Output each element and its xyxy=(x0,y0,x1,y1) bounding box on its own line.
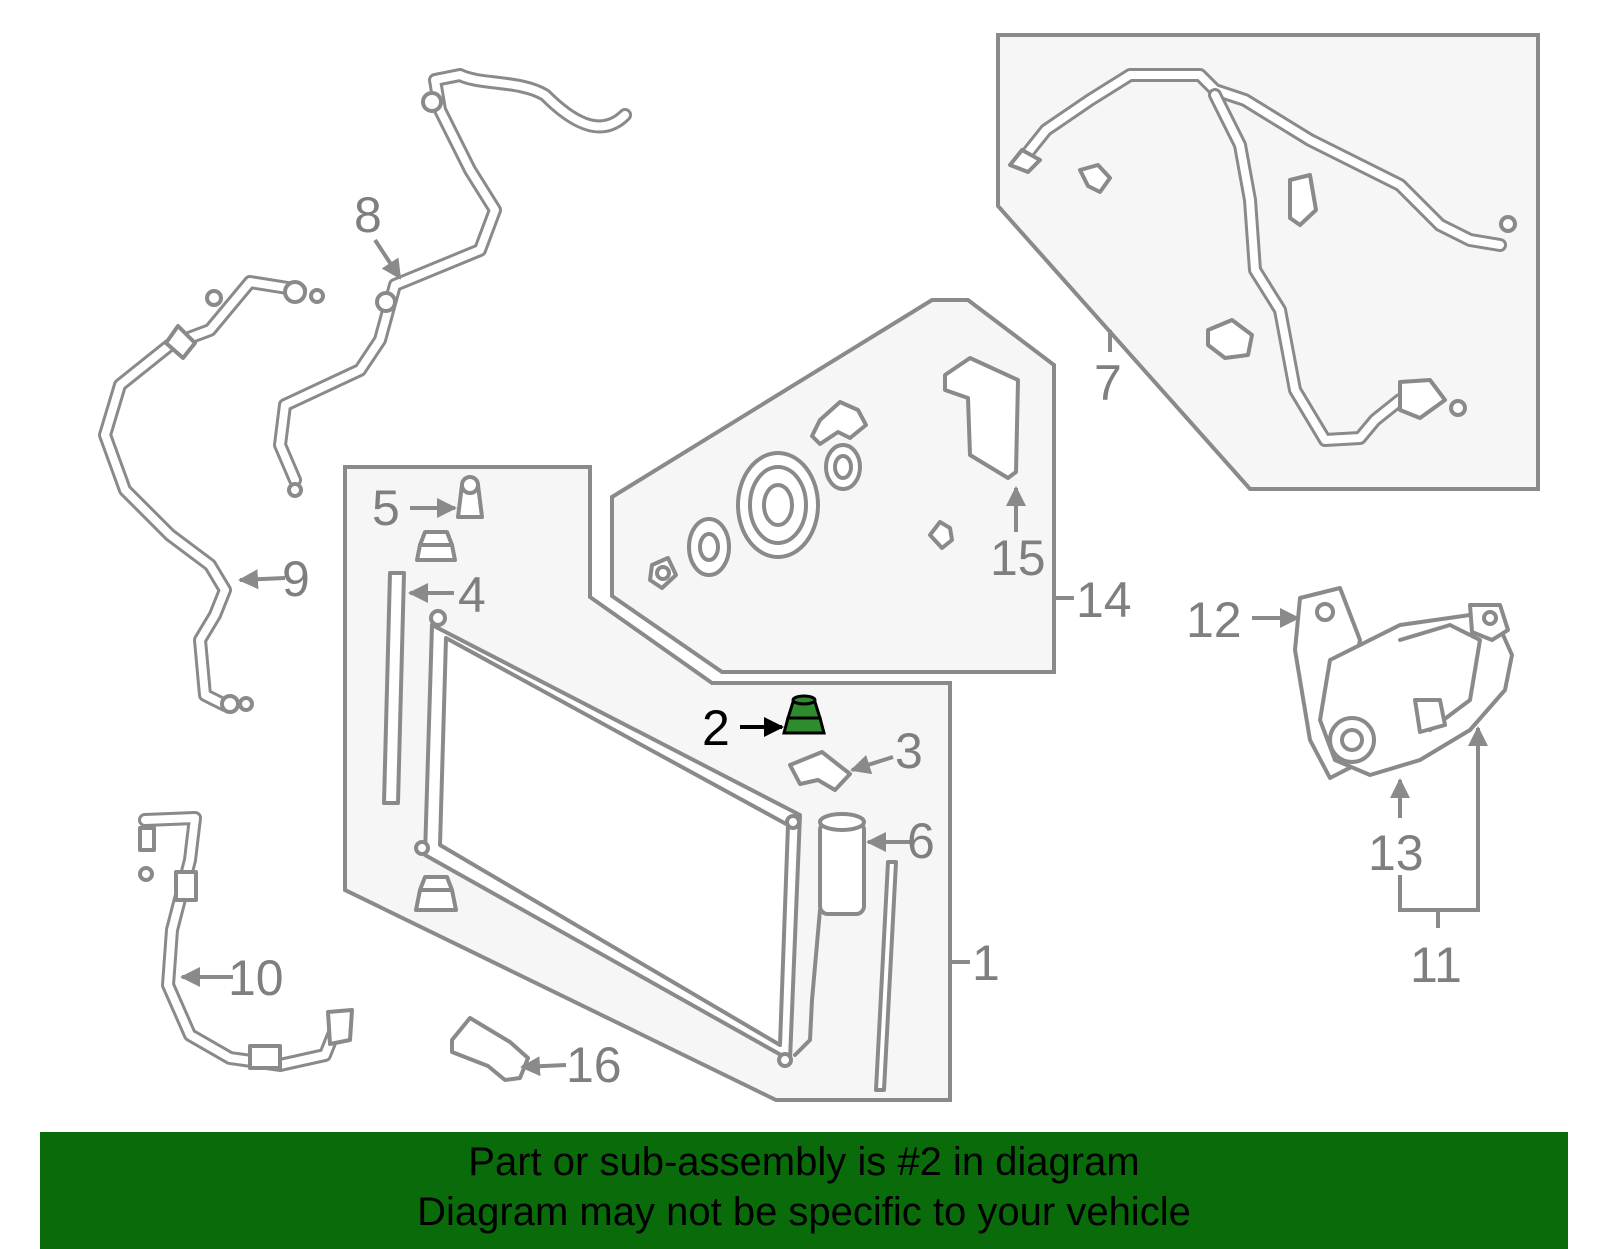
banner-line-disclaimer: Diagram may not be specific to your vehi… xyxy=(417,1190,1191,1234)
banner-line-part: Part or sub-assembly is #2 in diagram xyxy=(468,1140,1140,1184)
part-9-hose xyxy=(98,275,325,714)
part-7-hose-assembly xyxy=(1008,68,1517,447)
hose-group-box xyxy=(996,33,1540,491)
lower-mount-bushing xyxy=(414,875,458,912)
callout-8: 8 xyxy=(354,187,382,243)
callout-13: 13 xyxy=(1368,825,1424,881)
callout-1: 1 xyxy=(972,935,1000,991)
part-3-bracket xyxy=(788,750,852,792)
callout-15: 15 xyxy=(990,530,1046,586)
callout-12: 12 xyxy=(1186,592,1242,648)
callout-9: 9 xyxy=(282,551,310,607)
callout-7: 7 xyxy=(1094,355,1122,411)
side-seal-right xyxy=(874,860,898,1092)
condenser-core xyxy=(414,609,802,1068)
callout-5: 5 xyxy=(372,480,400,536)
upper-mount-bushing xyxy=(415,530,457,562)
callout-11: 11 xyxy=(1410,937,1462,993)
callout-4: 4 xyxy=(458,567,486,623)
part-4-seal xyxy=(382,571,406,805)
part-8-pipe xyxy=(273,68,632,498)
callout-3: 3 xyxy=(895,723,923,779)
part-10-hose xyxy=(138,811,354,1072)
part-2-insulator xyxy=(782,694,826,735)
callout-14: 14 xyxy=(1076,572,1132,628)
part-11-compressor xyxy=(1293,586,1514,780)
part-5-bolt xyxy=(456,475,484,519)
callout-2: 2 xyxy=(702,700,730,756)
info-banner: Part or sub-assembly is #2 in diagram Di… xyxy=(40,1132,1568,1249)
leader-lines xyxy=(180,238,1488,1077)
part-15-bracket xyxy=(943,356,1020,480)
callout-16: 16 xyxy=(566,1037,622,1093)
callout-6: 6 xyxy=(907,813,935,869)
clutch-components xyxy=(648,400,954,590)
part-16-bracket xyxy=(450,1016,530,1082)
part-6-receiver-drier xyxy=(793,812,866,1057)
callout-10: 10 xyxy=(228,950,284,1006)
